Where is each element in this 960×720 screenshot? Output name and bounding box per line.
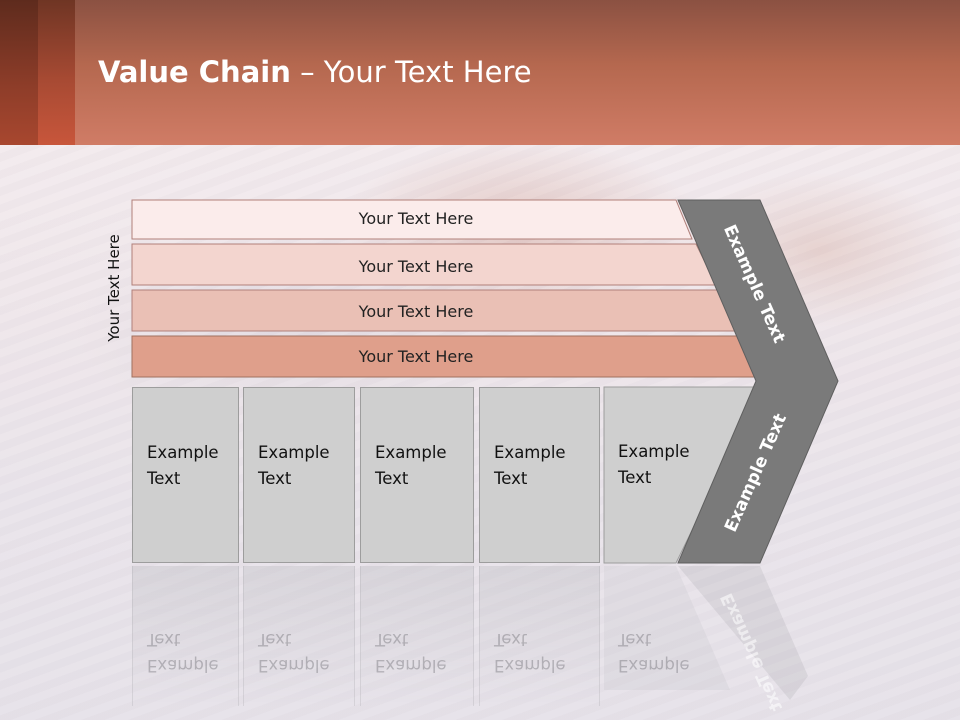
band-label-3: Your Text Here <box>358 302 474 321</box>
title-bar-accent-inner <box>0 0 38 145</box>
title-bar: Value Chain – Your Text Here <box>0 0 960 145</box>
chevron-shape <box>677 199 839 564</box>
box-label-line2: Text <box>618 468 652 487</box>
reflection-line1: Example <box>494 656 566 675</box>
reflection-line1: Example <box>147 656 219 675</box>
box-label-line1: Example <box>375 443 447 462</box>
slide-title-rest: – Your Text Here <box>290 55 532 89</box>
reflection-line1: Example <box>618 656 690 675</box>
box-label-line1: Example <box>258 443 330 462</box>
reflection-line1: Example <box>375 656 447 675</box>
box-reflection-4: Example Text <box>479 566 600 706</box>
box-reflection-5-text: Example Text <box>604 566 690 706</box>
band-label-4: Your Text Here <box>358 347 474 366</box>
reflection-text: Example Text <box>147 626 243 678</box>
slide-title-bold: Value Chain <box>98 55 291 89</box>
box-label-line1: Example <box>494 443 566 462</box>
reflection-line2: Text <box>147 630 181 649</box>
box-label-line2: Text <box>494 469 528 488</box>
band-label-1: Your Text Here <box>358 209 474 228</box>
box-label-line1: Example <box>147 443 219 462</box>
box-label-line2: Text <box>258 469 292 488</box>
box-reflection-5 <box>604 566 730 690</box>
box-reflection-3: Example Text <box>360 566 474 706</box>
reflection-line2: Text <box>375 630 409 649</box>
box-label-line2: Text <box>147 469 181 488</box>
reflection-line2: Text <box>494 630 528 649</box>
slide-title: Value Chain – Your Text Here <box>98 55 532 89</box>
reflection-line1: Example <box>258 656 330 675</box>
chevron-reflection <box>678 566 808 700</box>
box-shape-5 <box>603 386 763 564</box>
box-reflection-2: Example Text <box>243 566 355 706</box>
box-label-line1: Example <box>618 442 690 461</box>
box-reflection-1: Example Text <box>132 566 239 706</box>
box-label-line2: Text <box>375 469 409 488</box>
reflection-line2: Text <box>618 630 652 649</box>
reflection-line2: Text <box>258 630 292 649</box>
title-bar-accent <box>0 0 75 145</box>
band-shape-1 <box>131 199 693 240</box>
reflection-text: Example Text <box>375 626 471 678</box>
vertical-side-label: Your Text Here <box>105 234 123 342</box>
band-label-2: Your Text Here <box>358 257 474 276</box>
reflection-text: Example Text <box>618 626 714 678</box>
reflection-text: Example Text <box>494 626 590 678</box>
reflection-text: Example Text <box>258 626 354 678</box>
